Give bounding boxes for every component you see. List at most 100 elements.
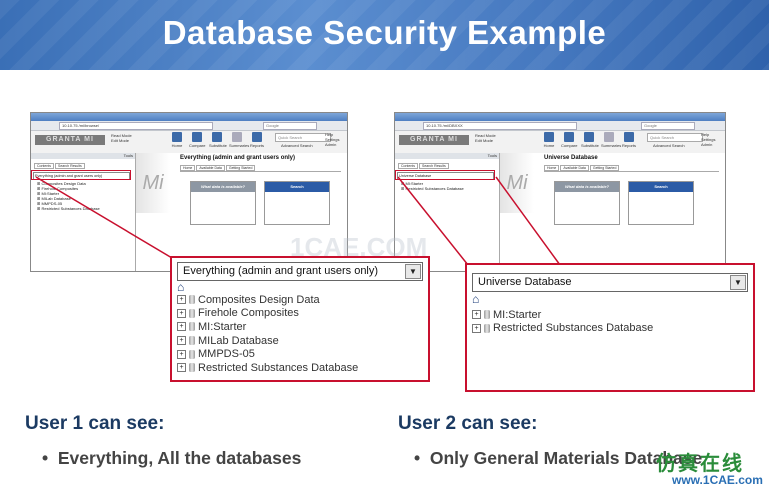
tree-item[interactable]: +MI:Starter	[472, 308, 653, 322]
database-tree: + Composites Design Data + Firehole Compos…	[177, 293, 358, 375]
tab-available-data[interactable]: Available Data	[560, 165, 589, 171]
tree-item[interactable]: ⊞ MILab Database	[37, 196, 71, 201]
nav-home[interactable]: Home	[169, 132, 185, 148]
nav-substitute[interactable]: Substitute	[209, 132, 227, 148]
tab-getting-started[interactable]: Getting Started	[589, 165, 620, 171]
help-link[interactable]: Help	[325, 132, 334, 137]
nav-reports[interactable]: Reports	[249, 132, 265, 148]
header-pattern	[0, 0, 769, 70]
edit-mode-label: Edit Mode	[111, 138, 130, 143]
plus-box-icon[interactable]: +	[177, 336, 186, 346]
tree-item[interactable]: + Composites Design Data	[177, 293, 358, 307]
substitute-icon	[212, 132, 222, 142]
quick-search-input[interactable]: Quick Search	[275, 133, 331, 142]
tab-home[interactable]: Home	[544, 165, 560, 171]
tree-item-label: MI:Starter	[198, 320, 247, 333]
reports-icon	[252, 132, 262, 142]
plus-box-icon[interactable]: +	[177, 322, 186, 332]
database-tree: +MI:Starter + Restricted Substances Datab…	[472, 308, 653, 335]
tab-search-results[interactable]: Search Results	[55, 163, 85, 169]
tree-item[interactable]: + Restricted Substances Database	[472, 322, 653, 336]
database-select-value: Universe Database	[478, 276, 572, 288]
browser-search-field[interactable]: Google	[641, 122, 695, 130]
help-link[interactable]: Help	[701, 132, 710, 137]
plus-box-icon[interactable]: +	[472, 310, 481, 320]
tree-item-label: MI:Starter	[405, 181, 424, 186]
nav-compare[interactable]: Compare	[189, 132, 205, 148]
home-icon	[544, 132, 554, 142]
tree-item[interactable]: ⊞ MMPDS-05	[37, 201, 63, 206]
tab-getting-started[interactable]: Getting Started	[225, 165, 256, 171]
user1-bullet: • Everything, All the databases	[42, 448, 301, 469]
database-select[interactable]: Universe Database ▼	[472, 273, 748, 292]
admin-link[interactable]: Admin	[325, 142, 337, 147]
tree-item[interactable]: +Restricted Substances Database	[177, 361, 358, 375]
house-icon[interactable]: ⌂	[472, 292, 480, 306]
summaries-icon	[604, 132, 614, 142]
plus-box-icon[interactable]: +	[177, 295, 186, 305]
tab-search-results[interactable]: Search Results	[419, 163, 449, 169]
tree-item[interactable]: ⊞ MI:Starter	[37, 191, 60, 196]
tree-item-label: Firehole Composites	[198, 307, 299, 320]
nav-summaries[interactable]: Summaries	[601, 132, 621, 148]
nav-label: Substitute	[209, 143, 227, 148]
url-field[interactable]: 10.10.75 /mi/browse/	[59, 122, 213, 130]
nav-label: Compare	[189, 143, 206, 148]
database-cylinder-icon	[189, 336, 195, 346]
chevron-down-icon[interactable]: ▼	[405, 264, 421, 279]
tools-bar[interactable]: Tools	[31, 153, 135, 159]
tree-item-label: Restricted Substances Database	[493, 322, 654, 335]
tools-bar[interactable]: Tools	[395, 153, 499, 159]
house-icon[interactable]: ⌂	[177, 280, 185, 294]
what-data-panel[interactable]: What data is available?	[190, 181, 256, 225]
advanced-search-link[interactable]: Advanced Search	[281, 143, 313, 148]
nav-home[interactable]: Home	[541, 132, 557, 148]
leader-line-user2-right	[495, 176, 561, 266]
compare-icon	[192, 132, 202, 142]
tab-home[interactable]: Home	[180, 165, 196, 171]
plus-box-icon[interactable]: +	[177, 349, 186, 359]
database-select[interactable]: Everything (admin and grant users only)▼	[177, 262, 423, 281]
tab-available-data[interactable]: Available Data	[196, 165, 225, 171]
plus-box-icon[interactable]: +	[472, 323, 481, 333]
tree-item[interactable]: + Firehole Composites	[177, 307, 358, 321]
quick-search-input[interactable]: Quick Search	[647, 133, 703, 142]
database-cylinder-icon	[189, 322, 195, 332]
user2-caption: User 2 can see:	[398, 413, 538, 434]
tree-item[interactable]: ⊞ Restricted Substances Database	[401, 186, 464, 191]
nav-compare[interactable]: Compare	[561, 132, 577, 148]
tree-item[interactable]: ⊞ Firehole Composites	[37, 186, 79, 191]
highlight-box	[31, 170, 131, 180]
nav-label: Home	[171, 143, 183, 148]
what-data-panel[interactable]: What data is available?	[554, 181, 620, 225]
nav-substitute[interactable]: Substitute	[581, 132, 599, 148]
settings-link[interactable]: Settings	[325, 137, 340, 142]
tab-contents[interactable]: Contents	[398, 163, 419, 169]
tree-item[interactable]: + MI:Starter	[177, 320, 358, 334]
admin-link[interactable]: Admin	[701, 142, 713, 147]
tree-item[interactable]: ⊞ Composites Design Data	[37, 181, 86, 186]
tree-item-label: Composites Design Data	[198, 293, 320, 306]
tree-item[interactable]: ⊞ Restricted Substances Database	[37, 206, 100, 211]
settings-link[interactable]: Settings	[701, 137, 716, 142]
tree-item-label: MILab Database	[198, 334, 279, 347]
url-field[interactable]: 10.10.75 /mi/DBXXX	[423, 122, 577, 130]
plus-box-icon[interactable]: +	[177, 308, 186, 318]
advanced-search-link[interactable]: Advanced Search	[653, 143, 685, 148]
nav-summaries[interactable]: Summaries	[229, 132, 249, 148]
tree-item[interactable]: + MILab Database	[177, 334, 358, 348]
browser-search-field[interactable]: Google	[263, 122, 317, 130]
tree-item[interactable]: +MMPDS-05	[177, 347, 358, 361]
chevron-down-icon[interactable]: ▼	[730, 275, 746, 290]
plus-box-icon[interactable]: +	[177, 363, 186, 373]
nav-reports[interactable]: Reports	[621, 132, 637, 148]
nav-label: Summaries	[229, 143, 250, 148]
tab-contents[interactable]: Contents	[34, 163, 55, 169]
search-panel: Search	[264, 181, 330, 225]
